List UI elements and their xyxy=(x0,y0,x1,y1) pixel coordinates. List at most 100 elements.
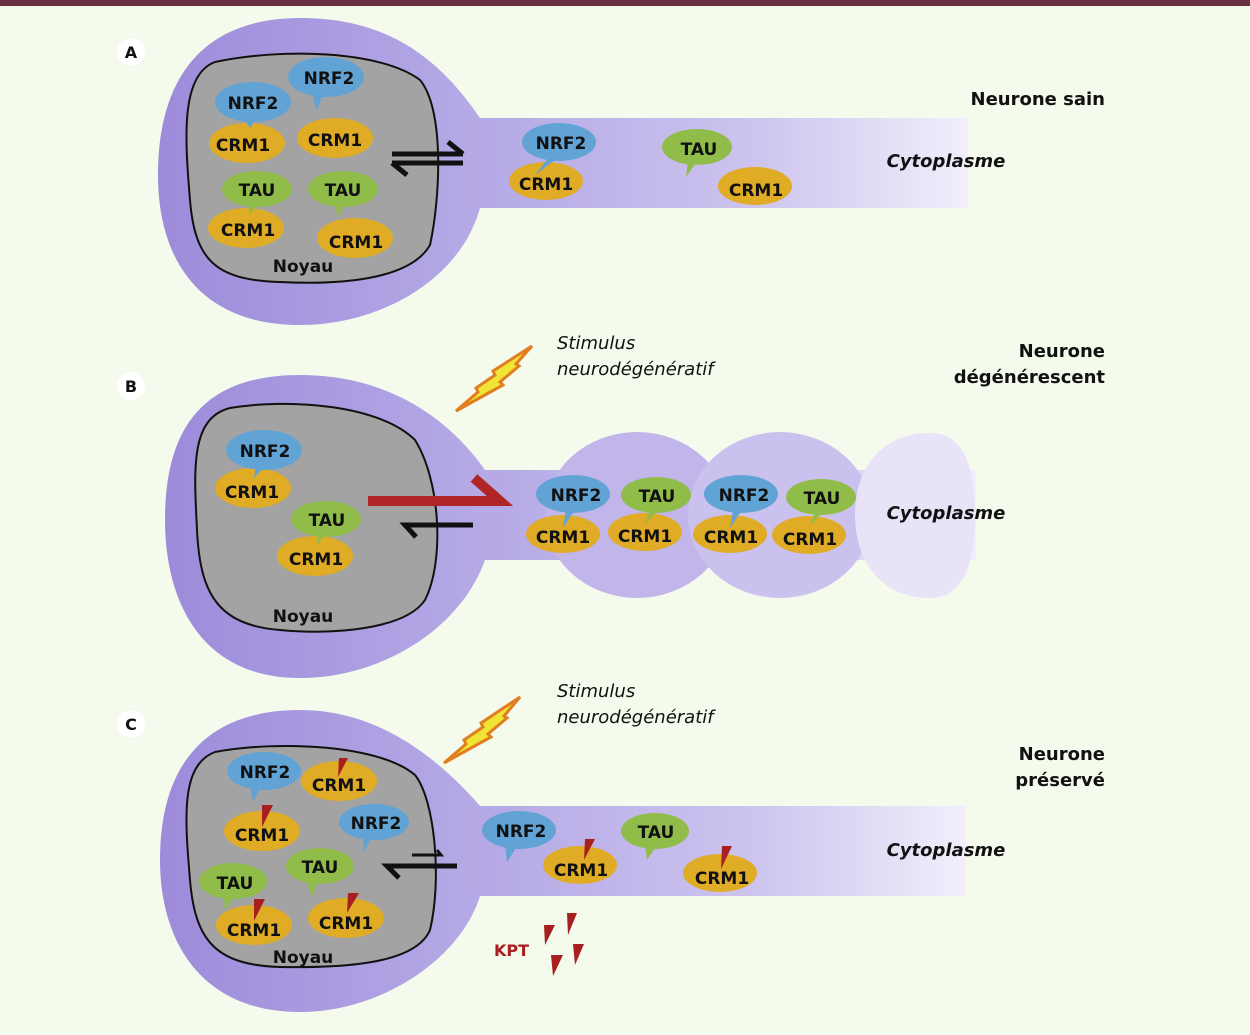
stimulus-label-line1: Stimulus xyxy=(557,681,635,702)
tau-tail xyxy=(810,512,823,526)
equilibrium-arrows xyxy=(390,140,465,177)
crm1-label: CRM1 xyxy=(704,528,758,548)
kpt-inhibitor-icon xyxy=(347,893,359,913)
kpt-inhibitor-icon xyxy=(721,846,732,869)
tau-tail xyxy=(307,880,318,897)
nrf2-label: NRF2 xyxy=(240,763,291,783)
axon-swelling xyxy=(855,433,975,598)
crm1-protein xyxy=(683,854,757,892)
nrf2-label: NRF2 xyxy=(240,442,291,462)
kpt-inhibitor-icon xyxy=(584,839,595,860)
crm1-protein xyxy=(693,515,767,553)
neuron-state-label-line1: Neurone xyxy=(1019,341,1105,362)
crm1-protein xyxy=(718,167,792,205)
crm1-label: CRM1 xyxy=(235,826,289,846)
import-arrow xyxy=(399,522,473,539)
nrf2-tail xyxy=(563,510,575,528)
import-arrow xyxy=(380,863,457,880)
kpt-inhibitor-icon xyxy=(338,758,348,777)
nrf2-label: NRF2 xyxy=(304,69,355,89)
blocked-export-arrows xyxy=(380,849,457,880)
tau-tail xyxy=(645,510,658,524)
crm1-free: CRM1 xyxy=(297,118,373,158)
tau-free: TAU xyxy=(199,863,267,911)
nrf2-label: NRF2 xyxy=(551,486,602,506)
crm1-label: CRM1 xyxy=(618,527,672,547)
tau-free: TAU xyxy=(286,848,354,897)
panel-b: B Noyau CRM1 NRF2 CRM1 TAU xyxy=(117,333,1105,678)
kpt-inhibitor-icon xyxy=(254,899,265,921)
crm1-protein xyxy=(297,118,373,158)
crm1-kpt-bound: CRM1 xyxy=(224,805,300,851)
panel-c: C Noyau NRF2 CRM1 CRM1 NRF2 T xyxy=(117,681,1105,1012)
neuron-state-label-line2: préservé xyxy=(1015,770,1105,791)
crm1-protein xyxy=(301,761,377,801)
nrf2-label: NRF2 xyxy=(719,486,770,506)
shifted-equilibrium-arrows xyxy=(368,474,514,539)
tau-label: TAU xyxy=(302,858,339,878)
crm1-label: CRM1 xyxy=(227,921,281,941)
tau-protein xyxy=(621,477,691,513)
lightning-icon xyxy=(443,695,522,765)
crm1-kpt-bound: CRM1 xyxy=(216,899,292,945)
nucleus-label: Noyau xyxy=(273,257,334,277)
panel-letter: B xyxy=(125,377,137,396)
tau-label: TAU xyxy=(804,489,841,509)
nrf2-protein xyxy=(482,811,556,849)
export-arrow-enhanced xyxy=(368,474,514,506)
panel-letter: C xyxy=(125,715,137,734)
neuron-state-label-line1: Neurone xyxy=(1019,744,1105,765)
crm1-label: CRM1 xyxy=(312,776,366,796)
crm1-kpt-bound: CRM1 xyxy=(308,893,384,938)
tau-label: TAU xyxy=(217,874,254,894)
panel-letter-badge xyxy=(117,38,145,66)
nrf2-protein xyxy=(536,475,610,513)
kpt-inhibitor-icon xyxy=(262,805,273,827)
crm1-label: CRM1 xyxy=(289,550,343,570)
kpt-molecule-icon xyxy=(551,955,563,976)
tau-tail xyxy=(224,895,235,911)
top-bar xyxy=(0,0,1250,6)
crm1-label: CRM1 xyxy=(554,861,608,881)
nrf2-protein xyxy=(226,430,302,470)
nucleus-label: Noyau xyxy=(273,607,334,627)
crm1-protein xyxy=(216,905,292,945)
nrf2-protein xyxy=(288,57,364,97)
crm1-label: CRM1 xyxy=(729,181,783,201)
tau-protein xyxy=(199,863,267,899)
tau-protein xyxy=(286,848,354,884)
nrf2-crm1-complex: CRM1 NRF2 xyxy=(215,430,302,508)
nrf2-protein xyxy=(215,82,291,122)
crm1-protein xyxy=(209,123,285,163)
crm1-protein xyxy=(277,536,353,576)
nrf2-free: NRF2 xyxy=(227,752,301,802)
crm1-free: CRM1 xyxy=(317,218,393,258)
tau-crm1-complex: CRM1 TAU xyxy=(772,479,856,554)
tau-protein xyxy=(222,171,292,207)
crm1-protein xyxy=(317,218,393,258)
nucleus-label: Noyau xyxy=(273,948,334,968)
panel-a: A Noyau CRM1 NRF2 CRM1 NRF2 CRM1 xyxy=(117,18,1105,325)
stimulus-label-line2: neurodégénératif xyxy=(557,359,716,380)
crm1-label: CRM1 xyxy=(329,233,383,253)
export-arrow-reduced xyxy=(412,849,445,857)
crm1-label: CRM1 xyxy=(225,483,279,503)
tau-protein xyxy=(291,501,361,537)
tau-free: TAU xyxy=(308,171,378,218)
neuron-state-label-line2: dégénérescent xyxy=(954,367,1106,388)
stimulus-label-line1: Stimulus xyxy=(557,333,635,354)
tau-protein xyxy=(621,813,689,849)
tau-crm1-complex: CRM1 TAU xyxy=(277,501,361,576)
crm1-label: CRM1 xyxy=(519,175,573,195)
neuron-state-label: Neurone sain xyxy=(971,89,1105,110)
tau-label: TAU xyxy=(639,487,676,507)
kpt-drug: KPT xyxy=(494,913,584,976)
tau-free: TAU xyxy=(621,813,689,860)
crm1-protein xyxy=(772,516,846,554)
tau-label: TAU xyxy=(638,823,675,843)
crm1-protein xyxy=(608,513,682,551)
nrf2-tail xyxy=(730,510,742,528)
tau-crm1-complex: CRM1 TAU xyxy=(608,477,691,551)
lightning-icon xyxy=(455,344,534,413)
